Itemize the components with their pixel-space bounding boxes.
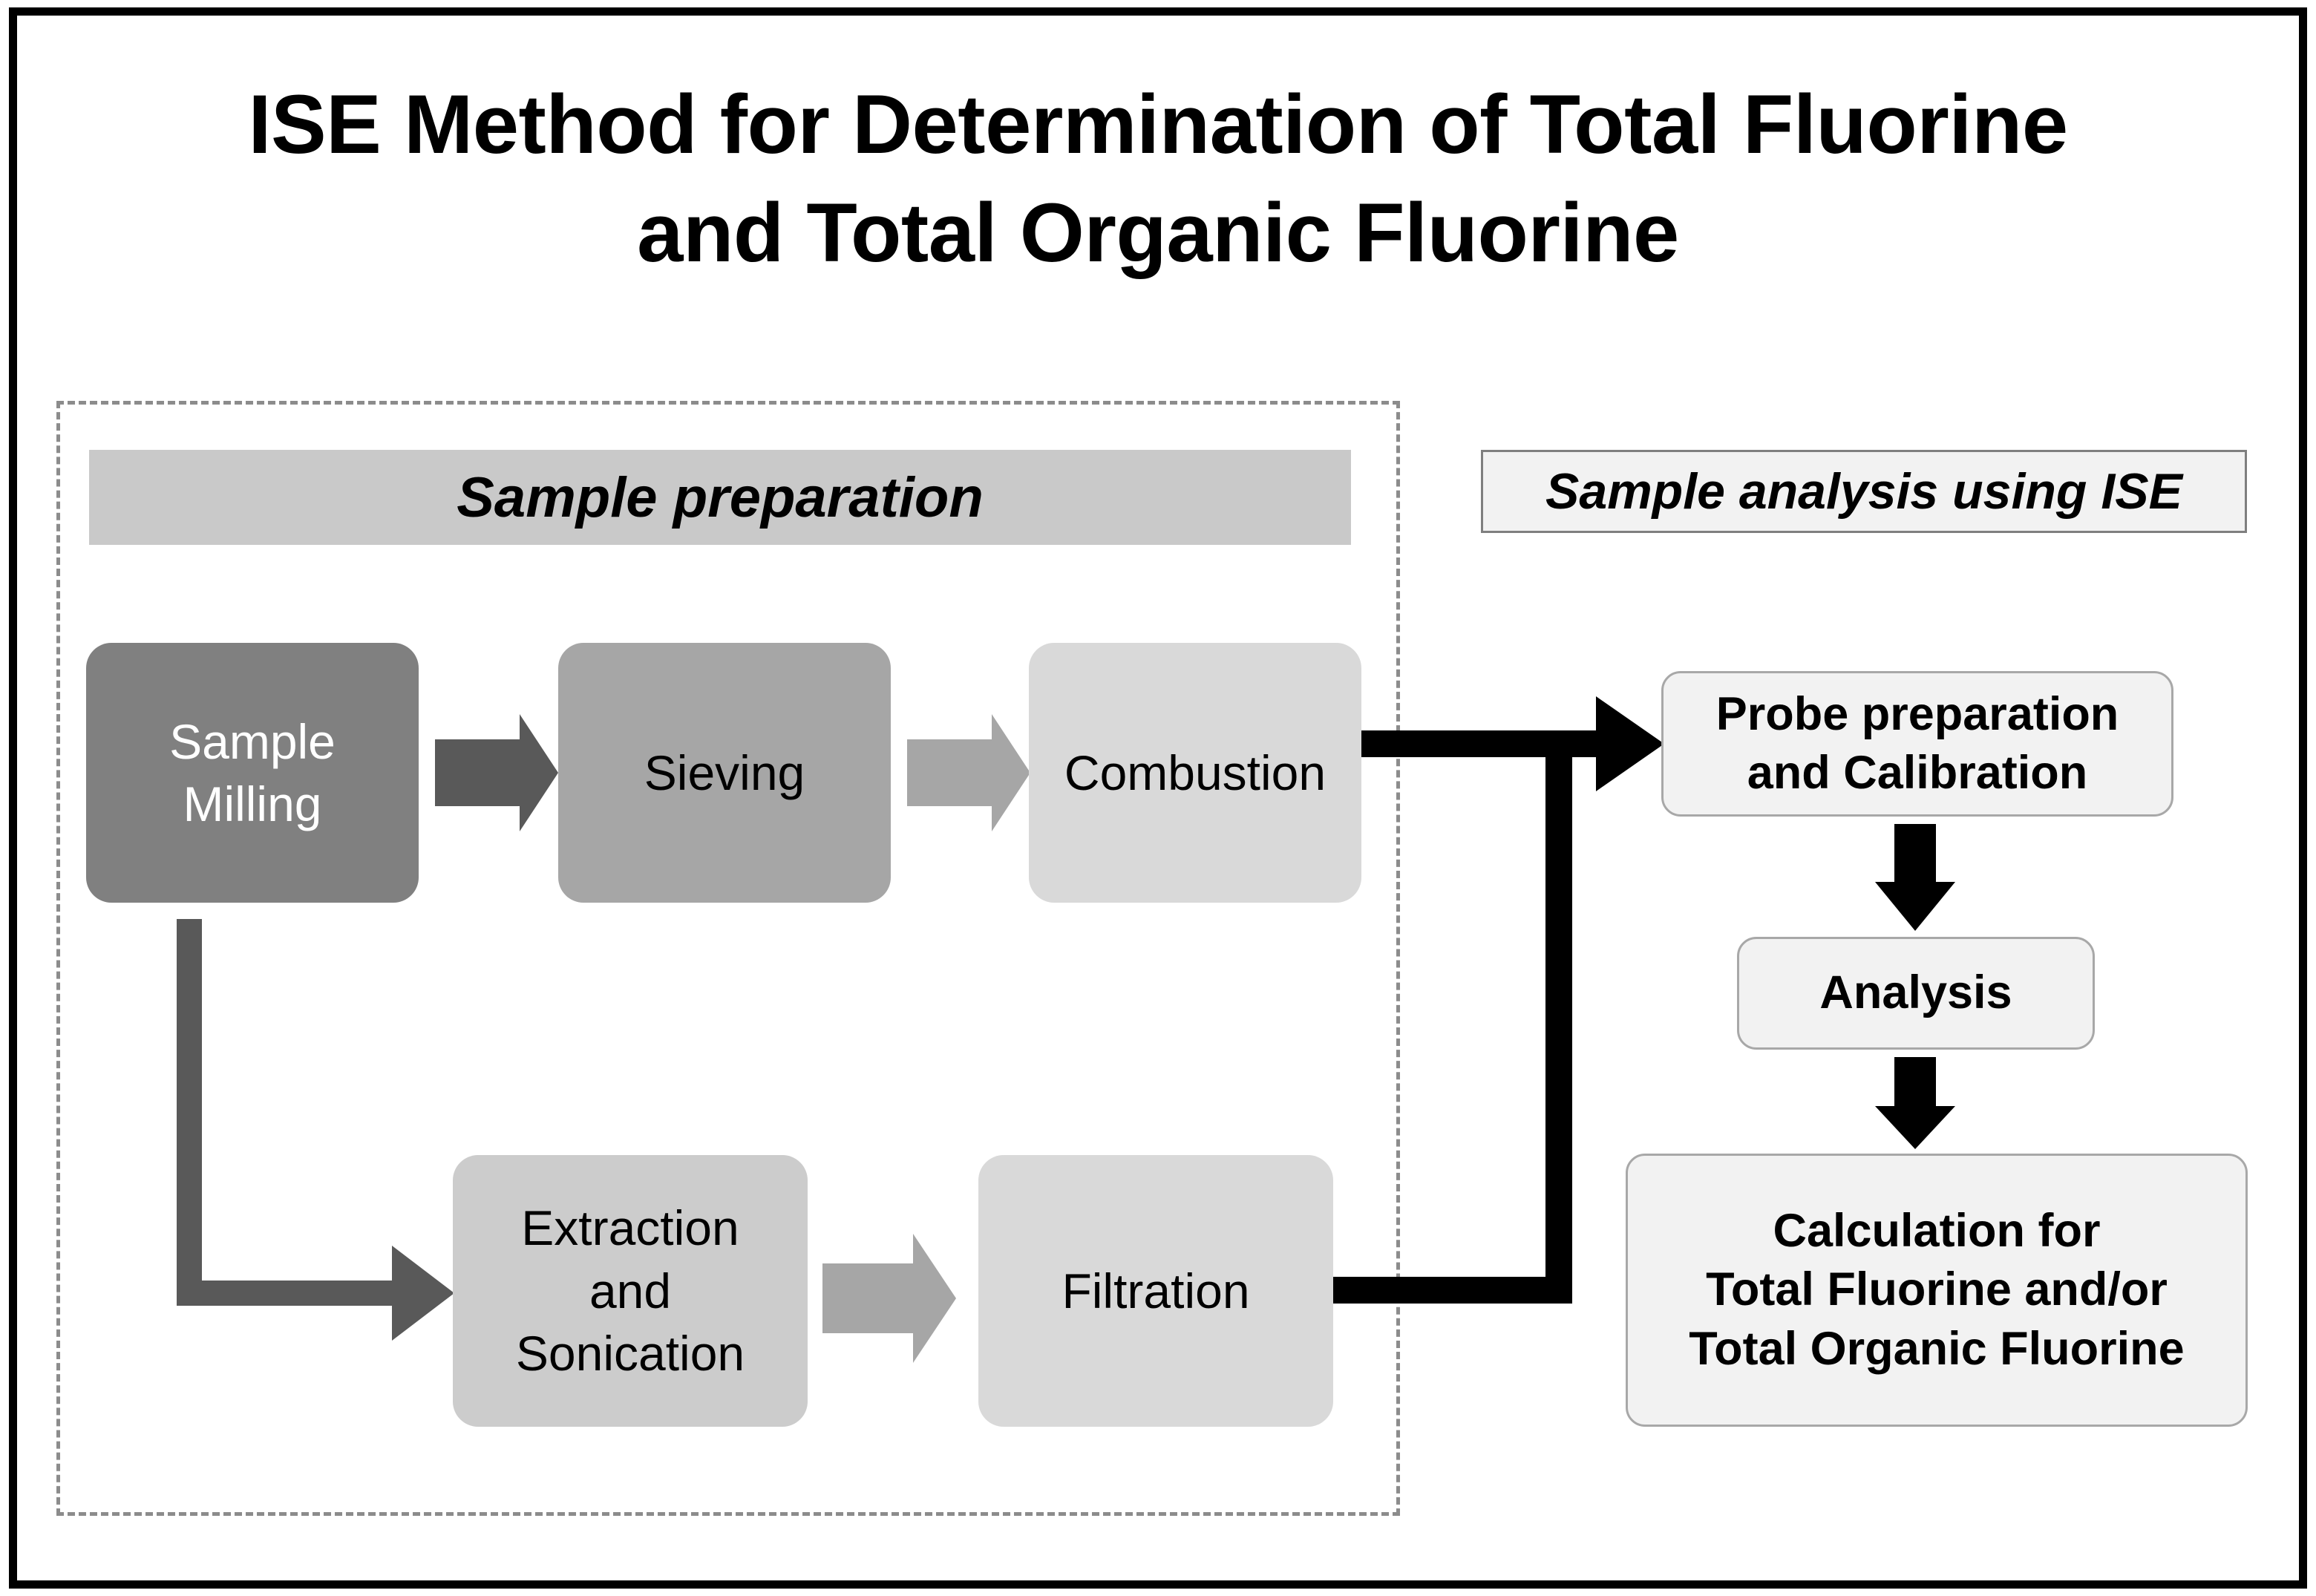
figure-title: ISE Method for Determination of Total Fl… xyxy=(89,71,2227,287)
process-box-analysis-label: Analysis xyxy=(1819,967,2012,1019)
process-box-extraction-and-sonication[interactable]: Extraction and Sonication xyxy=(453,1155,808,1427)
process-box-combustion[interactable]: Combustion xyxy=(1029,643,1361,903)
sample-preparation-header: Sample preparation xyxy=(89,450,1351,545)
sample-analysis-header-label: Sample analysis using ISE xyxy=(1545,463,2182,520)
process-box-extraction-label: Extraction and Sonication xyxy=(516,1197,745,1384)
process-box-calculation-label: Calculation for Total Fluorine and/or To… xyxy=(1689,1202,2184,1378)
label-line-1: Extraction xyxy=(521,1200,739,1256)
process-box-sieving[interactable]: Sieving xyxy=(558,643,891,903)
process-box-sieving-label: Sieving xyxy=(644,745,805,800)
label-line-1: Probe preparation xyxy=(1715,687,2119,740)
label-line-2: and xyxy=(589,1263,672,1318)
process-box-combustion-label: Combustion xyxy=(1064,745,1327,800)
figure-title-line-2: and Total Organic Fluorine xyxy=(637,186,1679,279)
process-box-sample-milling[interactable]: Sample Milling xyxy=(86,643,419,903)
process-box-sample-milling-label: Sample Milling xyxy=(169,710,336,836)
process-box-filtration-label: Filtration xyxy=(1062,1263,1250,1318)
process-box-probe-preparation-and-calibration[interactable]: Probe preparation and Calibration xyxy=(1661,671,2173,817)
label-line-3: Sonication xyxy=(515,1326,745,1381)
sample-preparation-header-label: Sample preparation xyxy=(457,465,984,529)
label-line-1: Sample xyxy=(169,713,336,769)
label-line-2: and Calibration xyxy=(1747,747,2088,799)
sample-analysis-header: Sample analysis using ISE xyxy=(1481,450,2247,533)
label-line-2: Total Fluorine and/or xyxy=(1706,1263,2168,1316)
figure-title-line-1: ISE Method for Determination of Total Fl… xyxy=(248,78,2068,171)
process-box-probe-label: Probe preparation and Calibration xyxy=(1716,685,2119,803)
label-line-1: Calculation for xyxy=(1773,1204,2101,1257)
process-box-analysis[interactable]: Analysis xyxy=(1737,937,2095,1050)
process-box-filtration[interactable]: Filtration xyxy=(978,1155,1333,1427)
process-box-calculation[interactable]: Calculation for Total Fluorine and/or To… xyxy=(1626,1154,2248,1427)
figure-outer-border xyxy=(9,7,2307,1589)
label-line-2: Milling xyxy=(183,776,322,831)
label-line-3: Total Organic Fluorine xyxy=(1689,1322,2185,1375)
